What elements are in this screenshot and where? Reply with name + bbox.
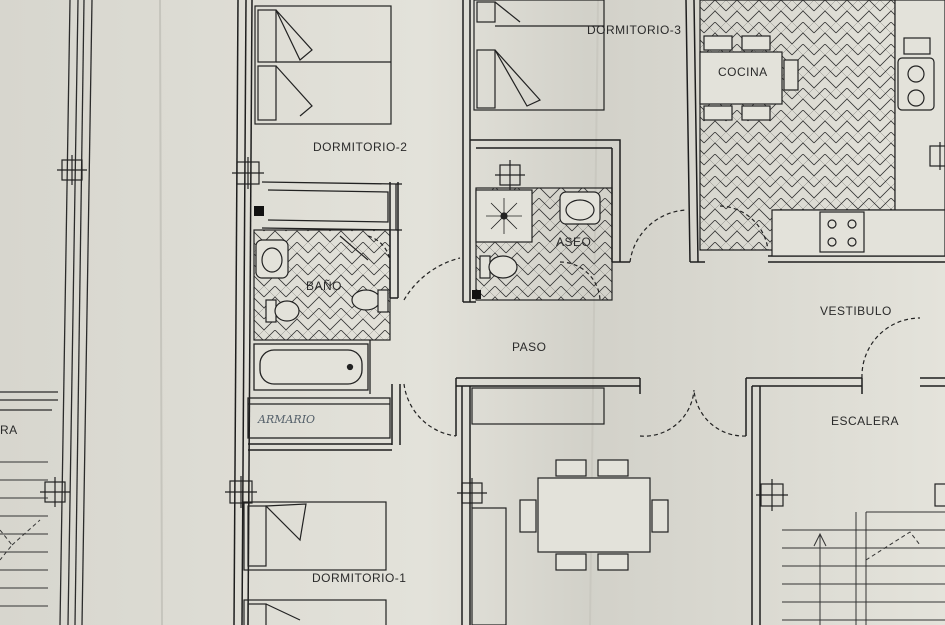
- door-salon-left: [639, 389, 695, 437]
- room-label-aseo: ASEO: [556, 235, 591, 249]
- door-paso-armario: [403, 383, 457, 437]
- door-cocina: [719, 205, 769, 251]
- column-marker: [756, 479, 945, 511]
- shower-aseo: [475, 189, 533, 243]
- door-dormitorio-3: [629, 209, 687, 263]
- left-neighbor-walls: [0, 0, 93, 625]
- room-label-cocina: COCINA: [718, 65, 768, 79]
- door-aseo: [559, 261, 601, 301]
- door-paso-bano: [403, 257, 461, 301]
- kitchen-table: [699, 35, 799, 121]
- sink-aseo: [559, 191, 601, 225]
- door-bano: [339, 235, 391, 263]
- column-marker: [929, 142, 945, 170]
- armario: [247, 397, 391, 439]
- bed-dormitorio-1: [243, 501, 387, 625]
- room-label-escalera-left: RA: [0, 423, 18, 437]
- label-armario: ARMARIO: [257, 413, 315, 426]
- left-stairs: [0, 461, 48, 607]
- interior-walls-bano: [248, 182, 401, 451]
- sink-bano: [255, 239, 289, 279]
- closet-marker: [254, 206, 264, 216]
- kitchen-counter: [771, 0, 945, 257]
- toilet-bano: [265, 299, 300, 323]
- sideboard-left: [471, 507, 507, 625]
- room-label-dormitorio-2: DORMITORIO-2: [313, 140, 407, 154]
- aseo-marker: [472, 290, 481, 299]
- interior-walls-paso: [455, 377, 945, 625]
- paper-fold: [159, 0, 163, 625]
- door-salon-right: [693, 389, 747, 437]
- toilet-aseo: [479, 255, 518, 279]
- column-marker: [225, 157, 264, 508]
- bidet-bano: [351, 289, 389, 313]
- bed-dormitorio-3: [473, 0, 605, 111]
- room-label-dormitorio-1: DORMITORIO-1: [312, 571, 406, 585]
- column-marker: [40, 155, 87, 507]
- closet-dormitorio-2: [261, 181, 402, 231]
- dining-table: [519, 459, 669, 571]
- room-label-escalera: ESCALERA: [831, 414, 899, 428]
- bed-dormitorio-2: [254, 5, 392, 125]
- bathtub-bano: [253, 343, 369, 391]
- exterior-wall-left: [233, 0, 253, 625]
- room-label-paso: PASO: [512, 340, 546, 354]
- room-label-bano: BAÑO: [306, 279, 342, 293]
- room-label-vestibulo: VESTIBULO: [820, 304, 892, 318]
- sideboard: [471, 387, 605, 425]
- right-stairs: [782, 511, 945, 625]
- room-label-dormitorio-3: DORMITORIO-3: [587, 23, 681, 37]
